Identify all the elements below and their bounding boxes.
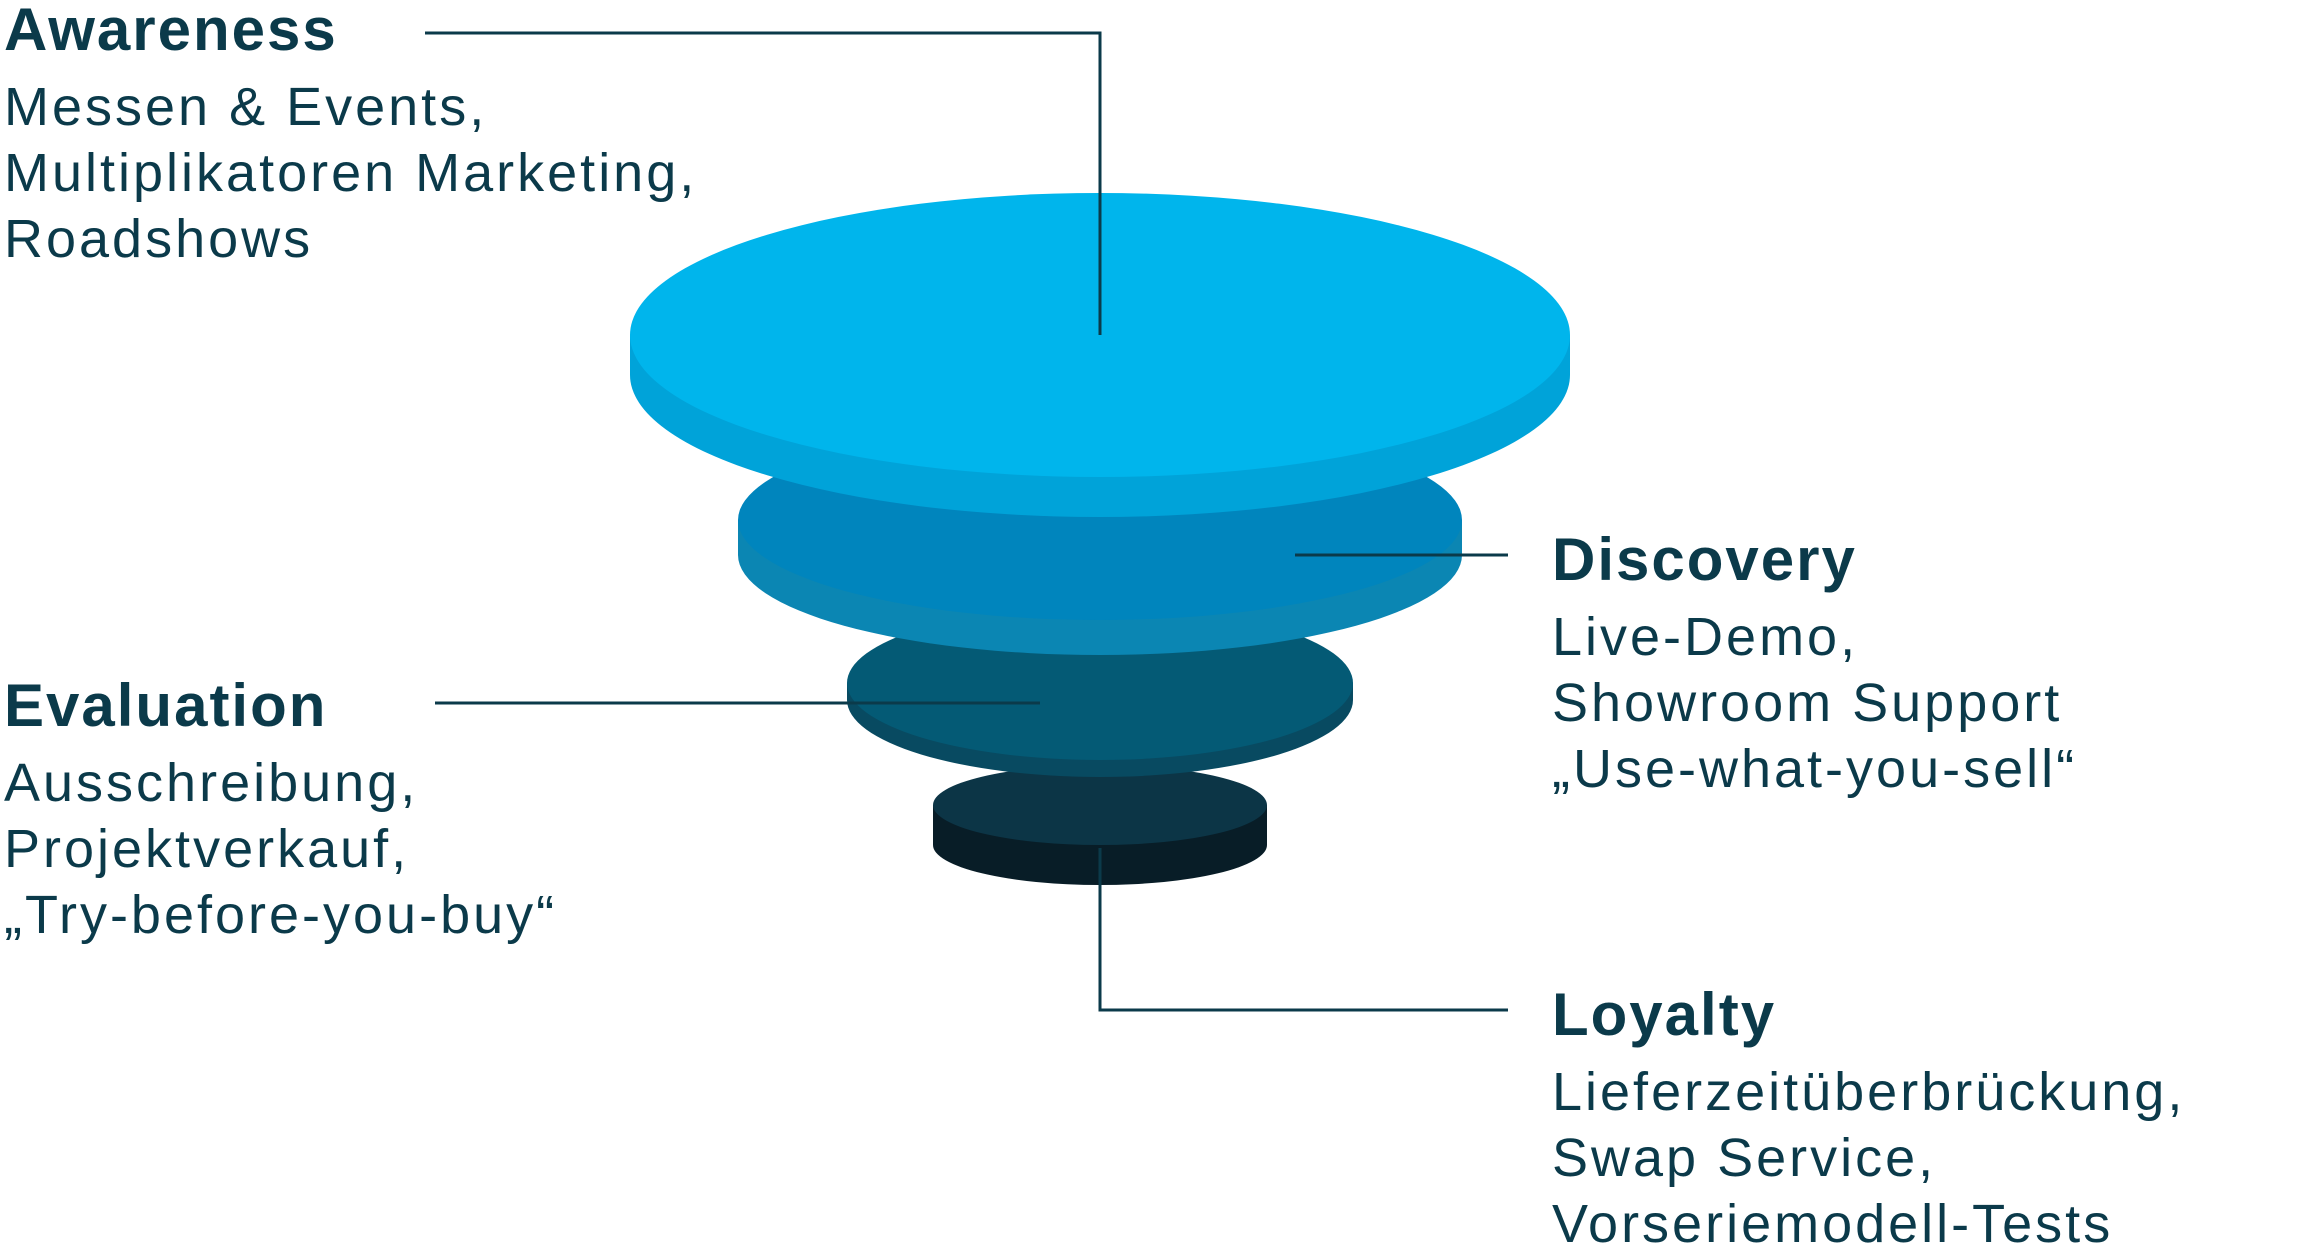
stage-loyalty: Loyalty Lieferzeitüberbrückung, Swap Ser… <box>1552 985 2185 1257</box>
stage-evaluation-line: Projektverkauf, <box>4 819 410 879</box>
stage-discovery-title: Discovery <box>1552 526 1857 593</box>
stage-discovery-line: Live-Demo, <box>1552 607 1859 667</box>
stage-awareness-title: Awareness <box>4 0 338 63</box>
tier-loyalty-top <box>933 765 1267 845</box>
stage-awareness: Awareness Messen & Events, Multiplikator… <box>4 0 697 272</box>
stage-discovery: Discovery Live-Demo, Showroom Support „U… <box>1552 530 2077 802</box>
stage-evaluation-title: Evaluation <box>4 672 328 739</box>
stage-evaluation-line: „Try-before-you-buy“ <box>4 885 558 945</box>
stage-awareness-line: Messen & Events, <box>4 77 488 137</box>
stage-loyalty-line: Vorseriemodell-Tests <box>1552 1194 2114 1254</box>
stage-evaluation: Evaluation Ausschreibung, Projektverkauf… <box>4 676 557 948</box>
stage-discovery-line: „Use-what-you-sell“ <box>1552 739 2078 799</box>
connector-loyalty <box>1098 848 1508 1012</box>
stage-loyalty-title: Loyalty <box>1552 981 1777 1048</box>
stage-evaluation-line: Ausschreibung, <box>4 753 419 813</box>
stage-loyalty-line: Lieferzeitüberbrückung, <box>1552 1062 2186 1122</box>
stage-discovery-line: Showroom Support <box>1552 673 2063 733</box>
stage-awareness-line: Multiplikatoren Marketing, <box>4 143 698 203</box>
stage-loyalty-line: Swap Service, <box>1552 1128 1937 1188</box>
connector-awareness <box>425 31 1102 335</box>
funnel-tier-loyalty <box>933 765 1267 885</box>
stage-awareness-line: Roadshows <box>4 209 314 269</box>
